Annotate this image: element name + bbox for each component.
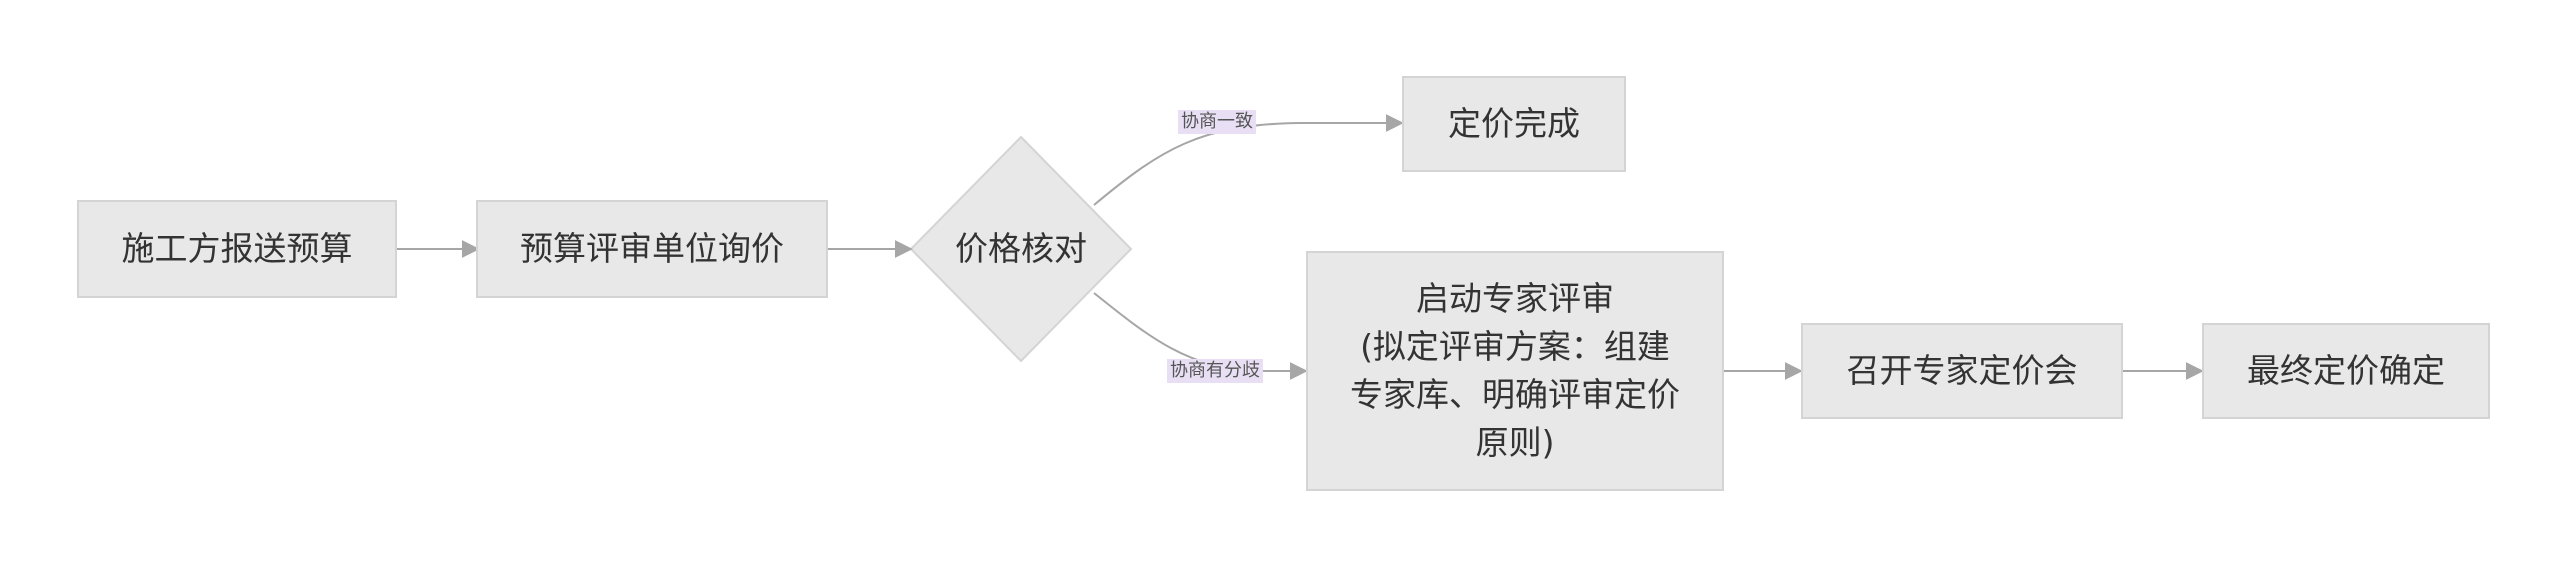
- node-price-check-label: 价格核对: [955, 229, 1087, 268]
- edge-label-disagree: 协商有分歧: [1167, 359, 1263, 383]
- node-submit-budget-label: 施工方报送预算: [121, 229, 353, 268]
- node-start-expert-review[interactable]: 启动专家评审 (拟定评审方案：组建 专家库、明确评审定价 原则): [1306, 251, 1724, 491]
- node-final-pricing[interactable]: 最终定价确定: [2202, 323, 2490, 419]
- edge-check-to-complete: [1093, 114, 1404, 206]
- node-pricing-complete-label: 定价完成: [1448, 104, 1580, 143]
- node-submit-budget[interactable]: 施工方报送预算: [77, 200, 397, 298]
- node-start-expert-review-label: 启动专家评审 (拟定评审方案：组建 专家库、明确评审定价 原则): [1350, 279, 1680, 462]
- node-pricing-complete[interactable]: 定价完成: [1402, 76, 1626, 172]
- node-expert-pricing-meeting-label: 召开专家定价会: [1846, 351, 2078, 390]
- node-budget-review-inquiry[interactable]: 预算评审单位询价: [476, 200, 828, 298]
- node-final-pricing-label: 最终定价确定: [2247, 351, 2445, 390]
- price-check-diamond: [909, 135, 1133, 363]
- node-budget-review-inquiry-label: 预算评审单位询价: [520, 229, 784, 268]
- edge-label-agree: 协商一致: [1178, 110, 1256, 134]
- node-expert-pricing-meeting[interactable]: 召开专家定价会: [1801, 323, 2123, 419]
